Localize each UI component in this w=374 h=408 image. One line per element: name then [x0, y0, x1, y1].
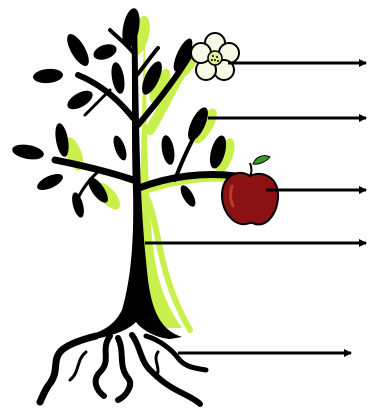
flower: [191, 33, 239, 80]
roots: [40, 335, 206, 404]
